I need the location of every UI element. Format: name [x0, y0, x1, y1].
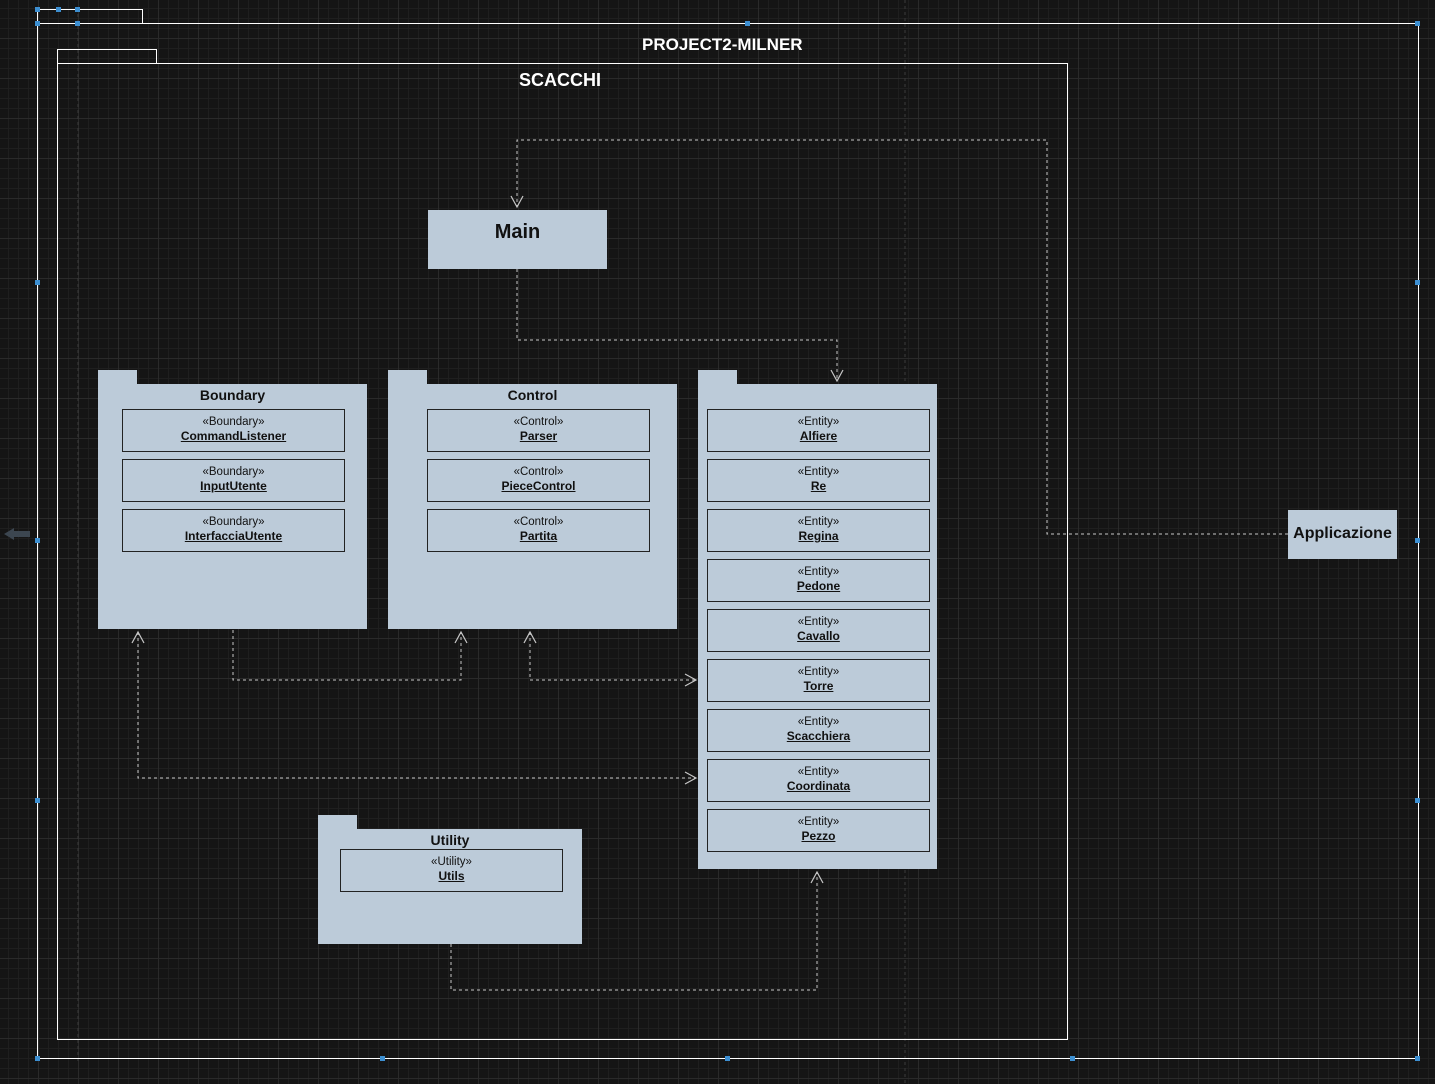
- selection-handle[interactable]: [380, 1056, 385, 1061]
- selection-handle[interactable]: [56, 7, 61, 12]
- class-name: Pezzo: [801, 829, 836, 843]
- class-piececontrol[interactable]: «Control» PieceControl: [427, 459, 650, 502]
- scacchi-title: SCACCHI: [519, 70, 602, 90]
- selection-handle[interactable]: [35, 280, 40, 285]
- class-utils[interactable]: «Utility» Utils: [340, 849, 563, 892]
- boundary-package-tab: [98, 370, 137, 384]
- class-name: Parser: [519, 429, 558, 443]
- class-name: InputUtente: [200, 479, 267, 493]
- selection-handle[interactable]: [35, 538, 40, 543]
- class-scacchiera[interactable]: «Entity» Scacchiera: [707, 709, 930, 752]
- utility-package-tab: [318, 815, 357, 829]
- project-title: PROJECT2-MILNER: [642, 35, 803, 54]
- project-frame-tab: [37, 9, 143, 23]
- link-utility-entity[interactable]: [450, 870, 824, 991]
- class-inpututente[interactable]: «Boundary» InputUtente: [122, 459, 345, 502]
- class-stereotype: «Boundary»: [202, 416, 265, 428]
- class-re[interactable]: «Entity» Re: [707, 459, 930, 502]
- selection-handle[interactable]: [35, 21, 40, 26]
- control-package-tab: [388, 370, 427, 384]
- class-stereotype: «Control»: [513, 416, 564, 428]
- class-name: PieceControl: [501, 479, 576, 493]
- class-name: Pedone: [796, 579, 841, 593]
- selection-handle[interactable]: [75, 21, 80, 26]
- selection-handle[interactable]: [745, 21, 750, 26]
- entity-package-tab: [698, 370, 737, 384]
- class-name: Cavallo: [797, 629, 840, 643]
- class-interfacciautente[interactable]: «Boundary» InterfacciaUtente: [122, 509, 345, 552]
- collapse-arrow-icon[interactable]: [4, 528, 30, 540]
- control-package-title: Control: [507, 387, 558, 403]
- class-commandlistener[interactable]: «Boundary» CommandListener: [122, 409, 345, 452]
- class-partita[interactable]: «Control» Partita: [427, 509, 650, 552]
- class-pedone[interactable]: «Entity» Pedone: [707, 559, 930, 602]
- applicazione-node[interactable]: Applicazione: [1288, 510, 1397, 559]
- selection-handle[interactable]: [35, 1056, 40, 1061]
- boundary-package[interactable]: Boundary «Boundary» CommandListener «Bou…: [98, 384, 367, 629]
- class-coordinata[interactable]: «Entity» Coordinata: [707, 759, 930, 802]
- class-stereotype: «Entity»: [797, 616, 840, 628]
- class-stereotype: «Boundary»: [202, 516, 265, 528]
- applicazione-title: Applicazione: [1293, 525, 1392, 542]
- class-stereotype: «Entity»: [797, 516, 840, 528]
- class-stereotype: «Entity»: [797, 566, 840, 578]
- class-stereotype: «Boundary»: [202, 466, 265, 478]
- class-alfiere[interactable]: «Entity» Alfiere: [707, 409, 930, 452]
- class-cavallo[interactable]: «Entity» Cavallo: [707, 609, 930, 652]
- class-name: Re: [810, 479, 827, 493]
- class-stereotype: «Entity»: [797, 666, 840, 678]
- selection-handle[interactable]: [1415, 1056, 1420, 1061]
- control-package[interactable]: Control «Control» Parser «Control» Piece…: [388, 384, 677, 629]
- class-stereotype: «Entity»: [797, 416, 840, 428]
- main-node[interactable]: Main: [428, 210, 607, 269]
- class-name: Regina: [798, 529, 839, 543]
- selection-handle[interactable]: [75, 7, 80, 12]
- utility-package[interactable]: Utility «Utility» Utils: [318, 829, 582, 944]
- class-stereotype: «Control»: [513, 466, 564, 478]
- scacchi-frame-tab: [57, 49, 157, 63]
- class-stereotype: «Entity»: [797, 816, 840, 828]
- link-boundary-entity[interactable]: [131, 630, 698, 785]
- class-pezzo[interactable]: «Entity» Pezzo: [707, 809, 930, 852]
- scacchi-frame[interactable]: [57, 63, 1068, 1040]
- entity-package[interactable]: «Entity» Alfiere «Entity» Re «Entity» Re…: [698, 384, 937, 869]
- selection-handle[interactable]: [35, 7, 40, 12]
- selection-handle[interactable]: [1415, 280, 1420, 285]
- selection-handle[interactable]: [1070, 1056, 1075, 1061]
- utility-package-title: Utility: [430, 832, 470, 848]
- class-name: Alfiere: [799, 429, 838, 443]
- class-stereotype: «Control»: [513, 516, 564, 528]
- class-stereotype: «Entity»: [797, 466, 840, 478]
- class-stereotype: «Entity»: [797, 766, 840, 778]
- class-name: Coordinata: [786, 779, 851, 793]
- selection-handle[interactable]: [35, 798, 40, 803]
- class-name: InterfacciaUtente: [184, 529, 283, 543]
- selection-handle[interactable]: [725, 1056, 730, 1061]
- selection-handle[interactable]: [1415, 21, 1420, 26]
- class-regina[interactable]: «Entity» Regina: [707, 509, 930, 552]
- link-main-entity[interactable]: [516, 269, 844, 383]
- selection-handle[interactable]: [1415, 798, 1420, 803]
- main-title: Main: [494, 221, 541, 243]
- class-name: Partita: [519, 529, 558, 543]
- class-name: Torre: [803, 679, 834, 693]
- class-stereotype: «Entity»: [797, 716, 840, 728]
- class-stereotype: «Utility»: [431, 856, 472, 868]
- class-parser[interactable]: «Control» Parser: [427, 409, 650, 452]
- class-name: Scacchiera: [786, 729, 851, 743]
- class-torre[interactable]: «Entity» Torre: [707, 659, 930, 702]
- selection-handle[interactable]: [1415, 538, 1420, 543]
- class-name: CommandListener: [180, 429, 287, 443]
- boundary-package-title: Boundary: [199, 387, 266, 403]
- class-name: Utils: [438, 869, 465, 883]
